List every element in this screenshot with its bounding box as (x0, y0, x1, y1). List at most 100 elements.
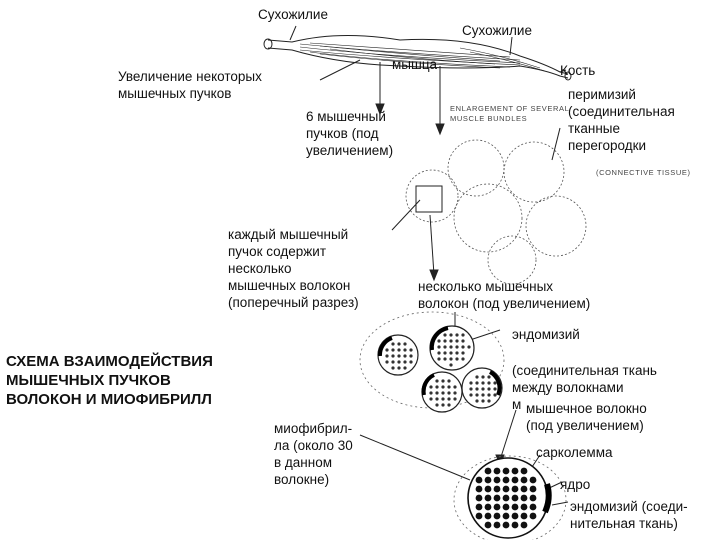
myofibril-dot (449, 339, 453, 343)
myofibril-dot (453, 397, 457, 401)
myofibril-dot (493, 467, 501, 475)
myofibril-dot (403, 354, 407, 358)
label-myofibrils: миофибрил- ла (около 30 в данном волокне… (274, 421, 353, 487)
myofibril-dot (403, 366, 407, 370)
myofibril-dot (481, 387, 485, 391)
myofibril-dot (403, 348, 407, 352)
myofibril-dot (493, 393, 497, 397)
myofibril-dot (529, 503, 537, 511)
myofibril-dot (520, 512, 528, 520)
myofibril-dot (493, 387, 497, 391)
myofibril-dot (529, 494, 537, 502)
myofibril-dot (475, 381, 479, 385)
myofibril-dot (487, 375, 491, 379)
myofibril-dot (520, 494, 528, 502)
myofibril-dot (455, 357, 459, 361)
myofibril-dot (493, 381, 497, 385)
myofibril-dot (385, 354, 389, 358)
myofibril-dot (391, 348, 395, 352)
myofibril-dot (520, 485, 528, 493)
myofibril-dot (435, 391, 439, 395)
myofibril-dot (435, 385, 439, 389)
myofibril-dot (449, 345, 453, 349)
myofibril-dot (435, 403, 439, 407)
myofibril-dot (520, 503, 528, 511)
myofibril-dot (435, 379, 439, 383)
myofibril-dot (455, 345, 459, 349)
myofibril-dot (397, 348, 401, 352)
myofibril-dot (447, 379, 451, 383)
myofibril-dot (469, 393, 473, 397)
myofibril-dot (397, 342, 401, 346)
myofibril-dot (461, 345, 465, 349)
myofibril-dot (447, 385, 451, 389)
myofibril-dot (385, 360, 389, 364)
myofibril-dot (493, 494, 501, 502)
label-six-bundles: 6 мышечный пучков (под увеличением) (306, 109, 394, 158)
myofibril-dot (511, 512, 519, 520)
myofibril-dot (502, 467, 510, 475)
myofibril-dot (493, 485, 501, 493)
myofibril-dot (475, 512, 483, 520)
myofibril-dot (475, 399, 479, 403)
myofibril-dot (455, 339, 459, 343)
label-muscle-fiber: мышечное волокно (под увеличением) (526, 401, 647, 433)
myofibril-dot (455, 333, 459, 337)
myofibril-dot (475, 485, 483, 493)
myofibril-dot (409, 360, 413, 364)
myofibril-dot (469, 387, 473, 391)
myofibril-dot (435, 397, 439, 401)
label-english-enlargement: ENLARGEMENT OF SEVERAL MUSCLE BUNDLES (450, 104, 570, 123)
myofibril-dot (481, 381, 485, 385)
myofibril-dot (502, 485, 510, 493)
myofibril-dot (487, 387, 491, 391)
myofibril-dot (511, 503, 519, 511)
myofibril-dot (461, 357, 465, 361)
myofibril-dot (397, 354, 401, 358)
myofibril-dot (429, 385, 433, 389)
label-each-bundle: каждый мышечный пучок содержит несколько… (228, 227, 359, 310)
myofibril-dot (481, 399, 485, 403)
myofibril-dot (397, 366, 401, 370)
myofibril-dot (443, 351, 447, 355)
myofibril-dot (493, 521, 501, 529)
myofibril-dot (403, 342, 407, 346)
myofibril-dot (437, 339, 441, 343)
myofibril-dot (449, 357, 453, 361)
myofibril-dot (484, 512, 492, 520)
myofibril-dot (529, 485, 537, 493)
fiber-cluster-dots (385, 333, 497, 407)
label-bundles-enlarged: Увеличение некоторых мышечных пучков (118, 69, 262, 101)
myofibril-dot (443, 339, 447, 343)
label-endomysium-2: эндомизий (соеди- нительная ткань) (570, 499, 688, 531)
myofibril-dot (475, 393, 479, 397)
bundle-cluster (405, 139, 587, 285)
myofibril-dot (511, 485, 519, 493)
label-perimysium: перимизий (соединительная тканные перего… (568, 87, 675, 153)
label-bone: Кость (560, 63, 596, 78)
myofibril-dot (441, 403, 445, 407)
myofibril-dot (385, 348, 389, 352)
label-sarcolemma: сарколемма (536, 445, 613, 460)
myofibril-dot (441, 397, 445, 401)
label-tendon-right: Сухожилие (462, 23, 532, 38)
diagram-title: СХЕМА ВЗАИМОДЕЙСТВИЯ МЫШЕЧНЫХ ПУЧКОВ ВОЛ… (6, 353, 213, 408)
myofibril-dot (443, 357, 447, 361)
myofibril-dot (511, 521, 519, 529)
single-fiber (453, 455, 567, 540)
myofibril-dot (397, 360, 401, 364)
myofibril-dot (447, 391, 451, 395)
myofibril-dot (443, 345, 447, 349)
label-endomysium: эндомизий (512, 327, 580, 342)
myofibril-dot (409, 348, 413, 352)
myofibril-dot (391, 342, 395, 346)
myofibril-dot (481, 393, 485, 397)
myofibril-dot (437, 351, 441, 355)
label-endomysium-desc: (соединительная ткань между волокнами м (512, 363, 657, 412)
myofibril-dot (475, 494, 483, 502)
myofibril-dot (511, 494, 519, 502)
myofibril-dot (493, 476, 501, 484)
myofibril-dot (502, 494, 510, 502)
myofibril-dot (487, 381, 491, 385)
myofibril-dot (409, 354, 413, 358)
